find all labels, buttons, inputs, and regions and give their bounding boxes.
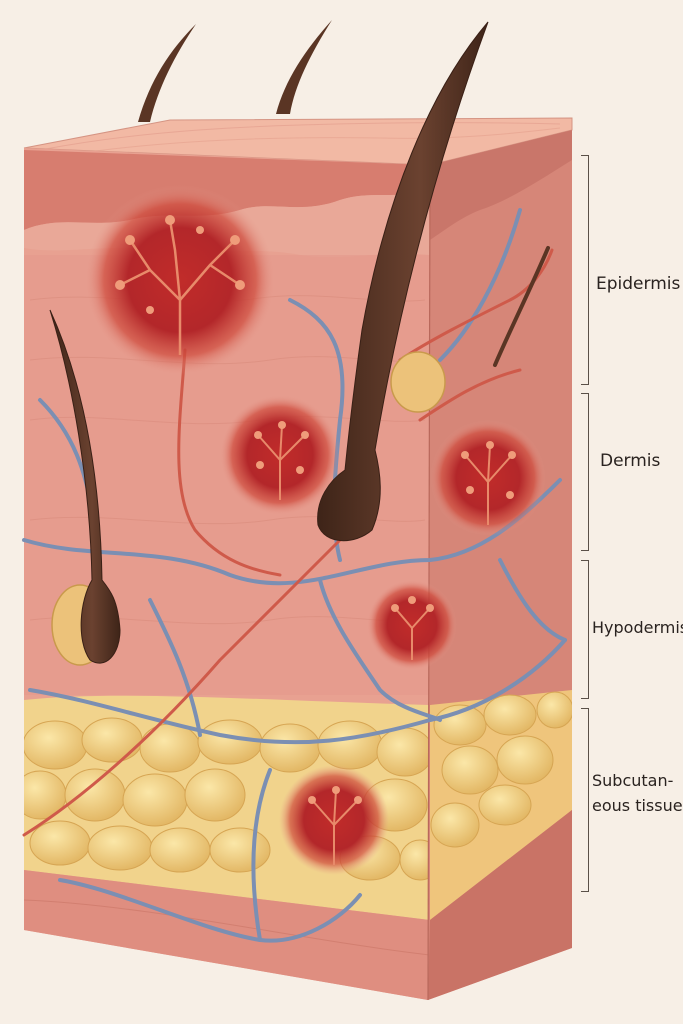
subcutaneous-bracket bbox=[581, 708, 589, 892]
dermis-label: Dermis bbox=[600, 451, 661, 471]
epidermis-label: Epidermis bbox=[596, 274, 681, 294]
subcutaneous-label-line2: eous tissue bbox=[592, 796, 683, 815]
surface-hairs bbox=[138, 20, 332, 122]
hair-follicles bbox=[49, 21, 550, 664]
epidermis-bracket bbox=[581, 155, 589, 385]
lesion-5 bbox=[279, 765, 389, 875]
dermis-bracket bbox=[581, 393, 589, 551]
lesion-4 bbox=[367, 580, 457, 670]
arteries bbox=[22, 248, 554, 837]
subcutaneous-label-line1: Subcutan- bbox=[592, 771, 674, 790]
lesion-3 bbox=[430, 420, 546, 536]
hypodermis-label: Hypodermis bbox=[592, 618, 683, 637]
hypodermis-bracket bbox=[581, 560, 589, 699]
lesion-1 bbox=[85, 185, 275, 375]
side-face bbox=[428, 130, 572, 1000]
lesion-2 bbox=[220, 395, 340, 515]
